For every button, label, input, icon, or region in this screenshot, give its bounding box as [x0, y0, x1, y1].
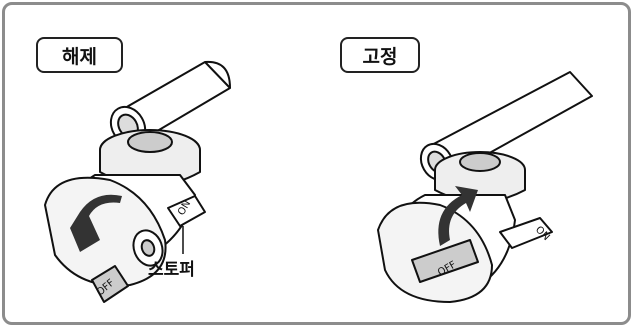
diagram-frame [2, 2, 631, 325]
release-label: 해제 [36, 37, 123, 73]
lock-caster [377, 71, 593, 303]
lock-label: 고정 [340, 37, 420, 73]
release-caster [44, 60, 231, 303]
stopper-label: 스토퍼 [148, 260, 195, 280]
